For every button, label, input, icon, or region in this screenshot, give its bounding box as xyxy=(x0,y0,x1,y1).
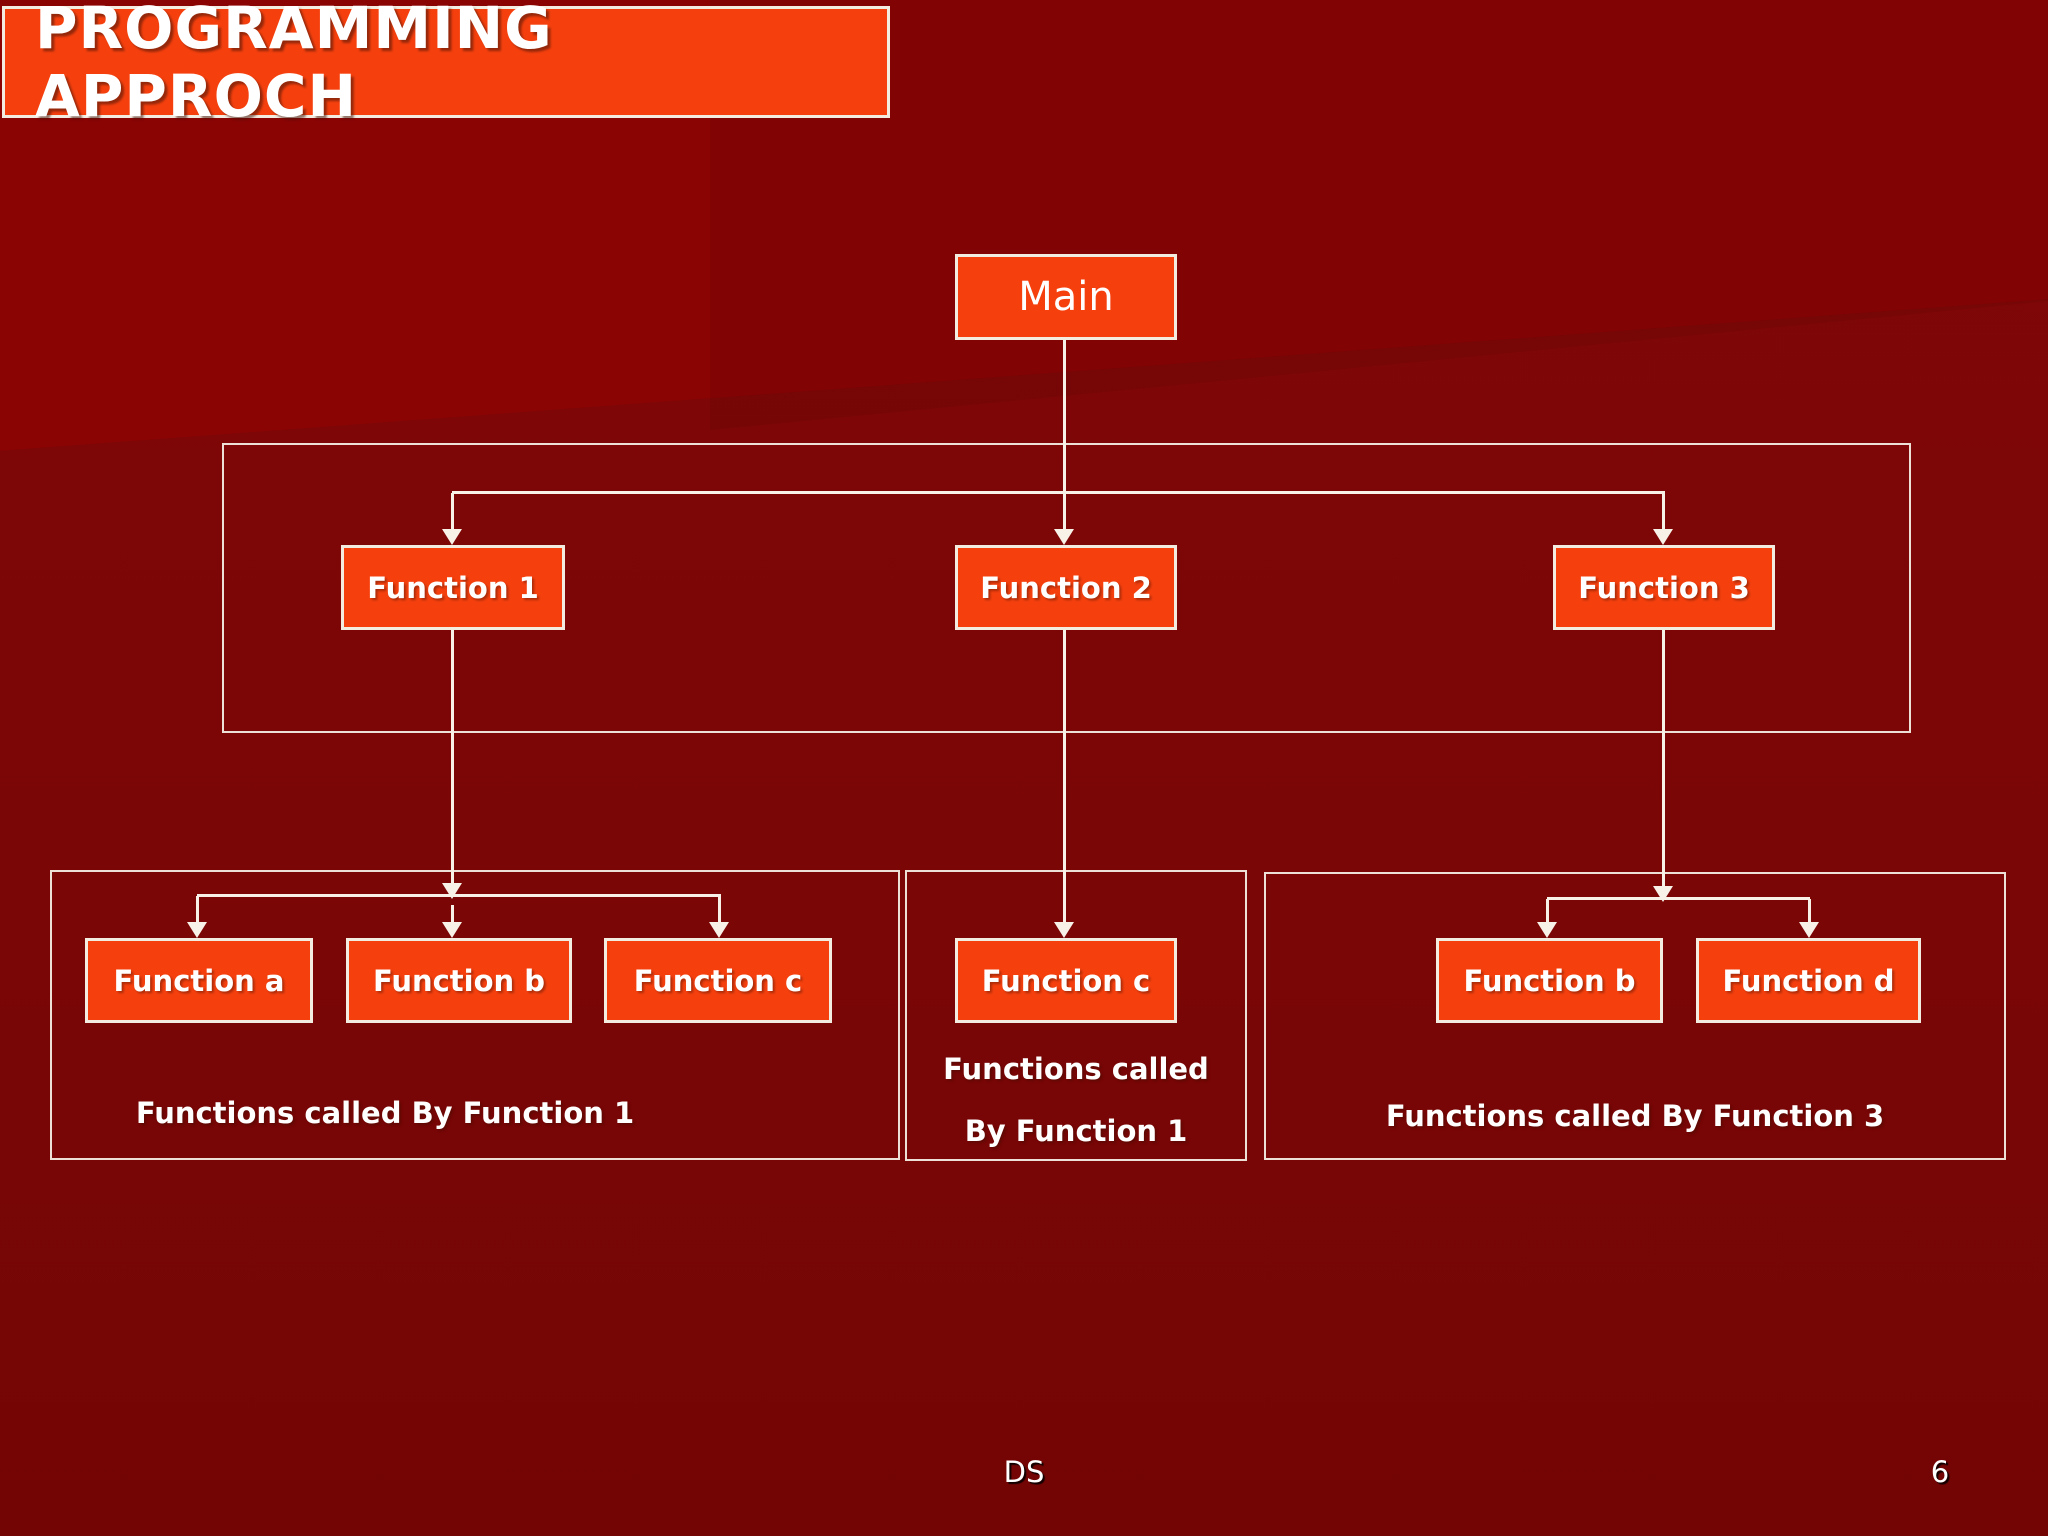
footer-initials: DS xyxy=(0,1455,2048,1489)
node-function-2: Function 2 xyxy=(955,545,1177,630)
connector-f3-down xyxy=(1662,630,1665,886)
slide-title: PROGRAMMING APPROCH xyxy=(2,0,890,130)
group2-caption-line2: By Function 1 xyxy=(964,1114,1188,1148)
node-middle-function-c-label: Function c xyxy=(981,963,1151,998)
group-called-by-function-1 xyxy=(50,870,900,1160)
node-function-a: Function a xyxy=(85,938,313,1023)
group-called-by-function-3 xyxy=(1264,872,2006,1160)
connector-stub-fa xyxy=(196,896,199,922)
arrowhead-into-right-function-b xyxy=(1537,922,1557,938)
connector-stub-f3 xyxy=(1662,493,1665,531)
group1-caption: Functions called By Function 1 xyxy=(95,1082,675,1144)
arrowhead-into-function-a xyxy=(187,922,207,938)
footer-page-number-text: 6 xyxy=(1930,1455,1950,1489)
connector-stub-right-fb xyxy=(1546,899,1549,922)
group-called-by-function-2 xyxy=(905,870,1247,1161)
connector-stub-f1 xyxy=(451,493,454,531)
arrowhead-into-function-b xyxy=(442,922,462,938)
group3-caption: Functions called By Function 3 xyxy=(1264,1085,2006,1147)
node-function-b: Function b xyxy=(346,938,572,1023)
arrowhead-into-function-1 xyxy=(442,529,462,545)
arrowhead-into-function-3 xyxy=(1653,529,1673,545)
background-shade xyxy=(710,0,2048,430)
node-function-d-label: Function d xyxy=(1722,963,1895,998)
slide-title-text: PROGRAMMING APPROCH xyxy=(35,0,553,130)
node-middle-function-c: Function c xyxy=(955,938,1177,1023)
group2-caption-line1: Functions called xyxy=(943,1052,1209,1086)
arrowhead-into-middle-function-c xyxy=(1054,922,1074,938)
connector-branch-group1 xyxy=(197,894,721,897)
node-function-1: Function 1 xyxy=(341,545,565,630)
node-function-c: Function c xyxy=(604,938,832,1023)
group3-caption-text: Functions called By Function 3 xyxy=(1385,1099,1885,1133)
node-main: Main xyxy=(955,254,1177,340)
connector-stub-fb xyxy=(451,905,454,922)
group1-caption-text: Functions called By Function 1 xyxy=(135,1096,635,1130)
footer-initials-text: DS xyxy=(1003,1455,1045,1489)
group2-caption: Functions called By Function 1 xyxy=(905,1038,1247,1162)
node-function-3: Function 3 xyxy=(1553,545,1775,630)
level1-container xyxy=(222,443,1911,733)
node-function-1-label: Function 1 xyxy=(367,570,539,605)
node-function-3-label: Function 3 xyxy=(1578,570,1750,605)
node-function-2-label: Function 2 xyxy=(980,570,1152,605)
arrowhead-into-function-2 xyxy=(1054,529,1074,545)
node-function-a-label: Function a xyxy=(113,963,285,998)
connector-branch-top xyxy=(452,491,1665,494)
connector-f2-down xyxy=(1063,630,1066,922)
node-right-function-b: Function b xyxy=(1436,938,1663,1023)
node-function-b-label: Function b xyxy=(372,963,546,998)
arrowhead-into-function-d xyxy=(1799,922,1819,938)
footer-page-number: 6 xyxy=(1900,1455,1980,1489)
connector-branch-group3 xyxy=(1547,897,1810,900)
connector-main-down xyxy=(1063,340,1066,532)
connector-stub-fc xyxy=(718,896,721,922)
node-right-function-b-label: Function b xyxy=(1463,963,1636,998)
node-function-d: Function d xyxy=(1696,938,1921,1023)
node-function-c-label: Function c xyxy=(633,963,803,998)
connector-stub-fd xyxy=(1808,899,1811,922)
connector-f1-down xyxy=(451,630,454,883)
node-main-label: Main xyxy=(1018,274,1114,320)
arrowhead-into-function-c xyxy=(709,922,729,938)
